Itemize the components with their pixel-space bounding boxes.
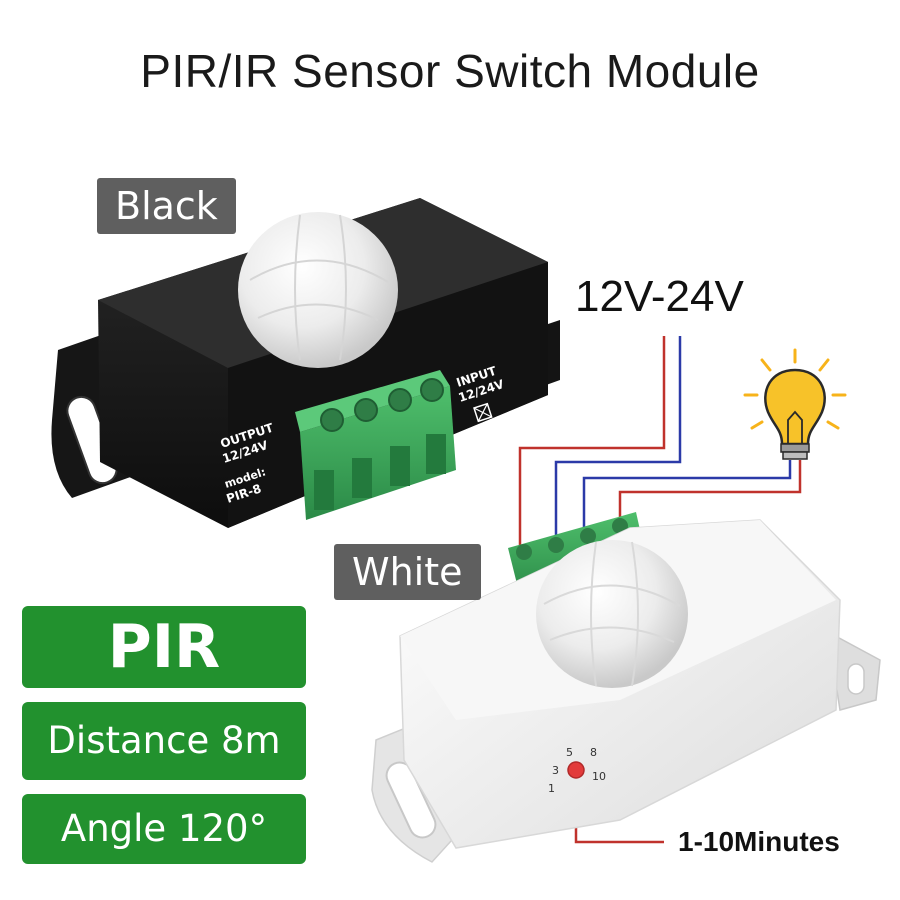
wire-blue-left <box>554 336 682 548</box>
dial-mark-10: 10 <box>592 770 606 783</box>
tag-white: White <box>334 544 481 600</box>
dial-mark-1: 1 <box>548 782 555 795</box>
wire-red-left <box>518 336 666 548</box>
badge-distance: Distance 8m <box>22 702 306 780</box>
light-bulb-icon <box>743 348 847 460</box>
dial-mark-3: 3 <box>552 764 559 777</box>
timer-dial[interactable]: 1 3 5 8 10 <box>548 746 606 795</box>
white-module-pir-dome <box>536 540 688 688</box>
timer-range-label: 1-10Minutes <box>678 826 840 857</box>
dial-mark-5: 5 <box>566 746 573 759</box>
page-title: PIR/IR Sensor Switch Module <box>140 45 760 97</box>
dial-mark-8: 8 <box>590 746 597 759</box>
white-module: 1 3 5 8 10 <box>371 512 881 863</box>
black-module: OUTPUT 12/24V model: PIR-8 INPUT 12/24V <box>51 198 560 528</box>
recycle-bin-icon <box>473 402 493 423</box>
voltage-label: 12V-24V <box>575 272 744 321</box>
black-module-terminal-block <box>295 370 456 520</box>
badge-pir: PIR <box>22 606 306 688</box>
wire-blue-right <box>582 460 792 540</box>
black-module-pir-dome <box>238 212 398 368</box>
tag-black: Black <box>97 178 236 234</box>
white-module-mount-slot <box>385 761 437 839</box>
badge-angle: Angle 120° <box>22 794 306 864</box>
wire-red-right <box>618 460 802 528</box>
